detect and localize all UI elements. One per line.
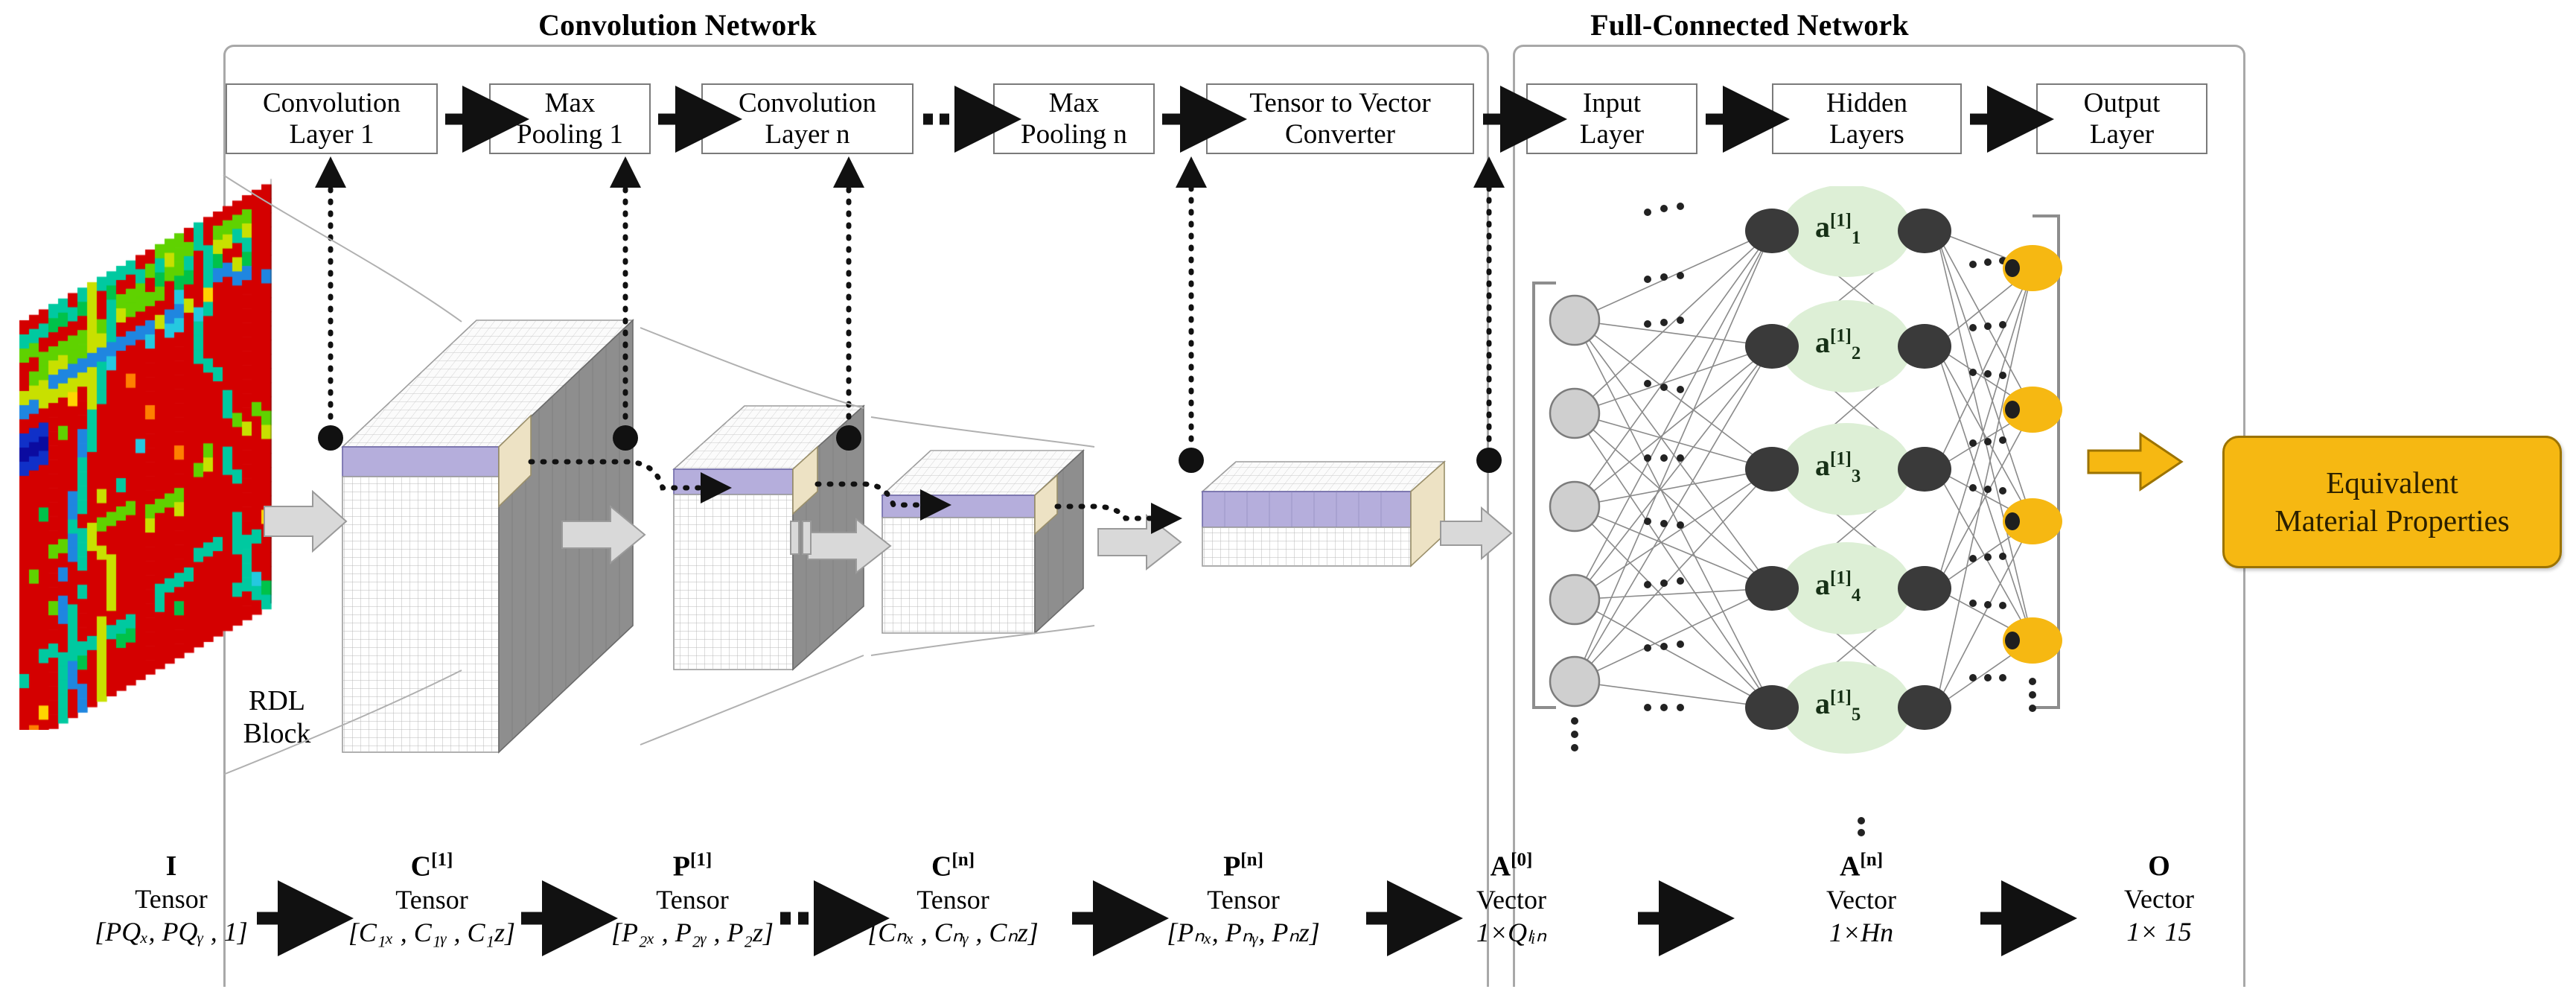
bottom-label-dims: [PQₓ, PQᵧ , 1]: [95, 917, 248, 947]
group-title-fully-connected: Full-Connected Network: [1590, 8, 1909, 42]
bottom-label-dims: [P₂ₓ , P₂ᵧ , P₂z]: [610, 917, 774, 947]
stage-label-line1: Hidden: [1826, 88, 1907, 119]
bottom-label-P1: P[1]Tensor[P₂ₓ , P₂ᵧ , P₂z]: [566, 849, 819, 950]
bottom-label-kind: Tensor: [656, 885, 729, 915]
bottom-label-kind: Vector: [2124, 884, 2194, 915]
bottom-label-dims: [Pₙₓ, Pₙᵧ, Pₙz]: [1167, 917, 1320, 947]
bottom-label-symbol: A[0]: [1490, 850, 1533, 883]
bottom-label-symbol: C[n]: [931, 850, 975, 883]
stage-label-line1: Convolution: [262, 88, 401, 119]
stage-label-line1: Convolution: [738, 88, 877, 119]
bottom-label-kind: Tensor: [916, 885, 989, 915]
group-bracket-fully-connected: [1513, 45, 2245, 987]
stage-label-line1: Max: [1048, 88, 1100, 119]
bottom-label-kind: Vector: [1476, 885, 1546, 915]
bottom-label-symbol: C[1]: [410, 850, 453, 883]
bottom-label-kind: Vector: [1826, 885, 1896, 915]
result-line2: Material Properties: [2274, 503, 2510, 538]
bottom-label-Cn: C[n]Tensor[Cₙₓ , Cₙᵧ , Cₙz]: [826, 849, 1080, 950]
stage-label-line2: Pooling n: [1021, 118, 1127, 150]
stage-label-line2: Layer n: [765, 118, 850, 150]
group-bracket-convolution: [223, 45, 1489, 987]
bottom-label-dims: [C₁ₓ , C₁ᵧ , C₁z]: [348, 917, 516, 947]
bottom-label-symbol: P[n]: [1223, 850, 1263, 883]
stage-label-line2: Layer: [1579, 118, 1645, 150]
result-line1: Equivalent: [2326, 465, 2458, 500]
rdl-block-caption: RDL Block: [203, 685, 351, 750]
bottom-label-dims: 1×Hn: [1829, 917, 1894, 947]
bottom-label-kind: Tensor: [135, 884, 208, 915]
bottom-label-symbol: A[n]: [1839, 850, 1884, 883]
stage-label-line1: Tensor to Vector: [1249, 88, 1431, 119]
bottom-label-dims: 1× 15: [2126, 917, 2192, 947]
stage-label-line2: Layer: [2089, 118, 2155, 150]
bottom-label-dims: [Cₙₓ , Cₙᵧ , Cₙz]: [867, 917, 1039, 947]
bottom-label-symbol: P[1]: [672, 850, 712, 883]
stage-label-line2: Layer 1: [289, 118, 374, 150]
hidden-node-label-2: a[1]2: [1815, 325, 1861, 363]
rdl-caption-line2: Block: [243, 717, 311, 749]
bottom-label-dims: 1×Qₗᵢₙ: [1476, 917, 1547, 947]
bottom-label-symbol: I: [165, 851, 177, 882]
bottom-label-kind: Tensor: [1207, 885, 1280, 915]
hidden-node-label-3: a[1]3: [1815, 448, 1861, 486]
hidden-node-label-1: a[1]1: [1815, 210, 1861, 248]
bottom-label-Pn: P[n]Tensor[Pₙₓ, Pₙᵧ, Pₙz]: [1117, 849, 1370, 950]
bottom-label-C1: C[1]Tensor[C₁ₓ , C₁ᵧ , C₁z]: [305, 849, 558, 950]
hidden-node-label-4: a[1]4: [1815, 568, 1861, 605]
rdl-block-heatmap: [13, 149, 334, 730]
stage-label-line2: Pooling 1: [517, 118, 623, 150]
stage-label-line2: Layers: [1829, 118, 1904, 150]
stage-label-line1: Output: [2083, 88, 2161, 119]
stage-label-line1: Input: [1582, 88, 1642, 119]
bottom-label-symbol: O: [2148, 851, 2170, 882]
stage-label-line1: Max: [544, 88, 596, 119]
equivalent-material-properties-box[interactable]: Equivalent Material Properties: [2222, 436, 2562, 568]
rdl-caption-line1: RDL: [249, 685, 305, 716]
bottom-label-kind: Tensor: [395, 885, 468, 915]
hidden-node-label-5: a[1]5: [1815, 687, 1861, 725]
stage-label-line2: Converter: [1285, 118, 1395, 150]
group-title-convolution: Convolution Network: [538, 8, 817, 42]
